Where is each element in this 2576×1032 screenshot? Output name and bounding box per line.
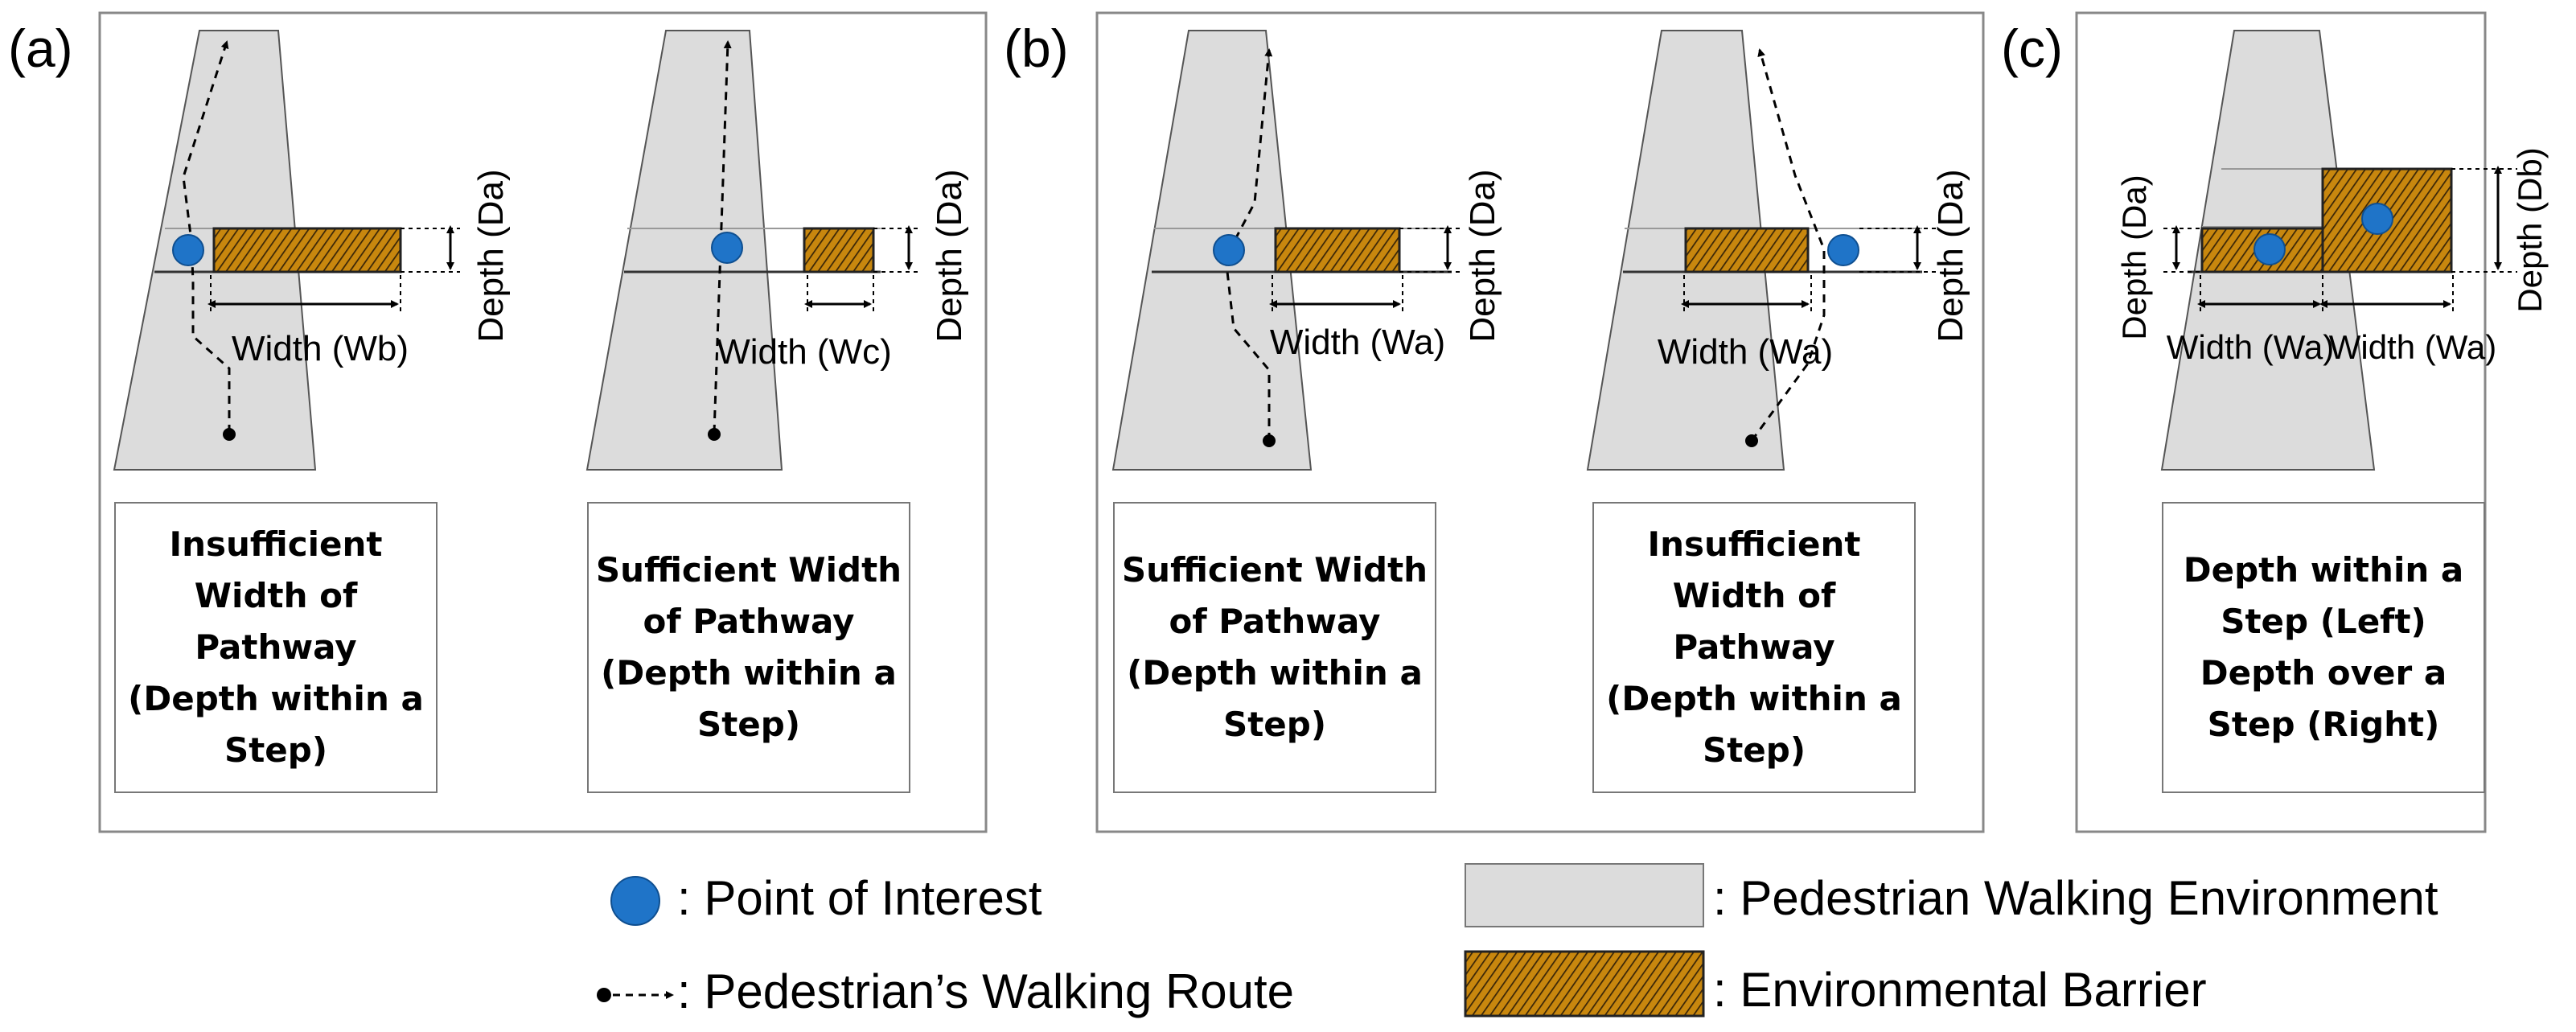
depth-label: Depth (Da) bbox=[930, 169, 969, 342]
depth-label-left: Depth (Da) bbox=[2115, 175, 2153, 339]
width-label: Width (Wa) bbox=[1270, 323, 1445, 362]
environmental-barrier bbox=[1684, 227, 1810, 273]
width-label: Width (Wb) bbox=[232, 329, 409, 368]
point-of-interest bbox=[2361, 203, 2393, 235]
walking-route bbox=[182, 40, 231, 433]
width-label: Width (Wc) bbox=[717, 332, 892, 372]
panel-b-frame bbox=[1095, 11, 1985, 833]
route-start-dot bbox=[1745, 434, 1758, 447]
walking-route bbox=[1224, 48, 1273, 441]
legend-poi-symbol bbox=[610, 876, 660, 926]
route-start-dot bbox=[1263, 434, 1276, 447]
depth-label: Depth (Da) bbox=[1931, 169, 1970, 342]
route-start-dot bbox=[223, 428, 236, 441]
panel-label-b: (b) bbox=[1004, 19, 1069, 78]
environmental-barrier bbox=[212, 227, 402, 273]
caption-box-a2: Sufficient Width of Pathway (Depth withi… bbox=[587, 502, 910, 793]
caption-box-b1: Sufficient Width of Pathway (Depth withi… bbox=[1113, 502, 1436, 793]
caption-box-b2: Insufficient Width of Pathway (Depth wit… bbox=[1592, 502, 1916, 793]
legend-environment-swatch bbox=[1465, 863, 1704, 927]
depth-label-right: Depth (Db) bbox=[2511, 147, 2549, 312]
route-start-dot bbox=[708, 428, 721, 441]
diagram-a2: Width (Wc) Depth (Da) bbox=[585, 30, 969, 471]
legend-route-start-dot bbox=[597, 988, 611, 1002]
point-of-interest bbox=[711, 232, 743, 264]
panel-c-frame bbox=[2075, 11, 2487, 833]
environmental-barrier bbox=[803, 227, 875, 273]
caption-text: Sufficient Width of Pathway (Depth withi… bbox=[595, 550, 902, 744]
width-label-right: Width (Wa) bbox=[2329, 328, 2496, 366]
legend-poi-label: : Point of Interest bbox=[677, 871, 1042, 925]
caption-text: Insufficient Width of Pathway (Depth wit… bbox=[1606, 524, 1902, 770]
panel-a-frame bbox=[98, 11, 988, 833]
caption-text: Insufficient Width of Pathway (Depth wit… bbox=[128, 524, 424, 770]
legend-barrier-label: : Environmental Barrier bbox=[1713, 963, 2207, 1017]
panel-label-c: (c) bbox=[2001, 19, 2063, 78]
legend-environment-label: : Pedestrian Walking Environment bbox=[1713, 871, 2438, 925]
caption-text: Sufficient Width of Pathway (Depth withi… bbox=[1121, 550, 1428, 744]
diagram-b1: Width (Wa) Depth (Da) bbox=[1111, 30, 1502, 471]
legend-barrier-swatch bbox=[1464, 950, 1705, 1018]
walking-environment bbox=[585, 30, 783, 471]
panel-label-a: (a) bbox=[8, 19, 73, 78]
legend-route-label: : Pedestrian’s Walking Route bbox=[677, 964, 1295, 1018]
point-of-interest bbox=[1827, 234, 1859, 266]
depth-label: Depth (Da) bbox=[471, 169, 511, 342]
point-of-interest bbox=[1213, 234, 1245, 266]
diagram-c: Width (Wa) Width (Wa) Depth (Da) Depth (… bbox=[2115, 30, 2549, 471]
diagram-b2: Width (Wa) Depth (Da) bbox=[1586, 30, 1970, 471]
width-label: Width (Wa) bbox=[1658, 332, 1833, 372]
caption-text: Depth within a Step (Left) Depth over a … bbox=[2183, 550, 2464, 744]
point-of-interest bbox=[172, 234, 204, 266]
diagram-a1: Width (Wb) Depth (Da) bbox=[113, 30, 511, 471]
width-label-left: Width (Wa) bbox=[2167, 328, 2334, 366]
depth-label: Depth (Da) bbox=[1463, 169, 1502, 342]
point-of-interest bbox=[2253, 233, 2286, 265]
caption-box-c: Depth within a Step (Left) Depth over a … bbox=[2162, 502, 2485, 793]
walking-route bbox=[1750, 48, 1826, 442]
caption-box-a1: Insufficient Width of Pathway (Depth wit… bbox=[114, 502, 438, 793]
environmental-barrier bbox=[1274, 227, 1401, 273]
